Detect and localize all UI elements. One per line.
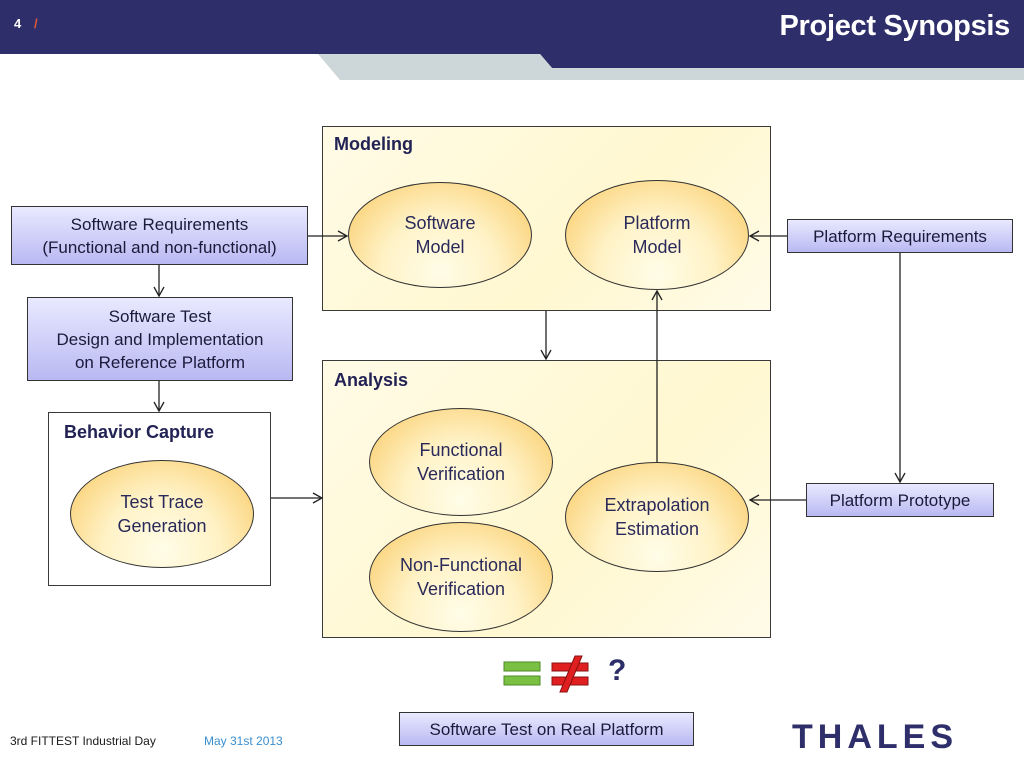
page-number-slash: / — [34, 16, 38, 31]
footer-event: 3rd FITTEST Industrial Day — [10, 734, 156, 748]
test-trace-generation-node: Test Trace Generation — [70, 460, 254, 568]
footer-date: May 31st 2013 — [204, 734, 283, 748]
thales-logo: THALES — [792, 718, 958, 756]
page-number: 4 — [14, 16, 22, 31]
non-functional-verification-node: Non-Functional Verification — [369, 522, 553, 632]
header-bar — [0, 0, 1024, 54]
behavior-capture-panel-title: Behavior Capture — [64, 422, 215, 442]
extrapolation-estimation-node: Extrapolation Estimation — [565, 462, 749, 572]
functional-verification-node: Functional Verification — [369, 408, 553, 516]
platform-prototype-box: Platform Prototype — [806, 483, 994, 517]
question-mark: ? — [608, 654, 627, 687]
software-model-node: Software Model — [348, 182, 532, 288]
platform-model-node: Platform Model — [565, 180, 749, 290]
header-stripe — [318, 54, 1024, 80]
software-test-real-platform-box: Software Test on Real Platform — [399, 712, 694, 746]
software-requirements-box: Software Requirements (Functional and no… — [11, 206, 308, 265]
software-test-design-box: Software Test Design and Implementation … — [27, 297, 293, 381]
analysis-panel-title: Analysis — [334, 370, 409, 390]
equal-sign-icon — [503, 661, 541, 686]
modeling-panel-title: Modeling — [334, 134, 413, 154]
not-equal-sign-icon — [551, 655, 589, 693]
slide-title: Project Synopsis — [779, 10, 1011, 42]
platform-requirements-box: Platform Requirements — [787, 219, 1013, 253]
